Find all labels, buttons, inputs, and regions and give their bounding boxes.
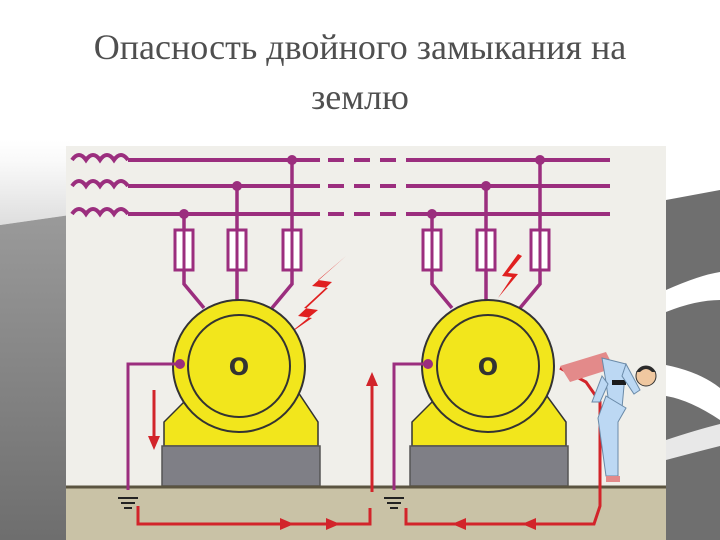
left-electric-machine: O — [161, 299, 321, 487]
diagram-background — [66, 146, 666, 540]
junction-dots-machine — [175, 359, 433, 369]
fault-current-path — [136, 366, 602, 526]
transformer-coils — [70, 153, 130, 218]
right-electric-machine: O — [409, 299, 569, 487]
left-grounding-conductor — [126, 362, 180, 490]
slide-title: Опасность двойного замыкания на землю — [40, 22, 680, 122]
right-foundation — [409, 445, 569, 487]
right-machine-feeders — [430, 160, 542, 310]
junction-dots-right — [427, 155, 545, 219]
left-decor-panel — [0, 140, 70, 540]
fault-lightning-right — [498, 254, 522, 298]
ground-strip — [66, 486, 666, 540]
right-grounding-conductor — [392, 362, 428, 490]
person-touching-machine-figure — [560, 352, 657, 482]
current-arrowheads — [148, 372, 536, 530]
slide-title-line-2: землю — [311, 77, 409, 117]
right-machine-label: O — [478, 353, 498, 381]
fault-lightning-left — [286, 256, 346, 336]
left-machine-label: O — [229, 353, 249, 381]
slide-title-line-1: Опасность двойного замыкания на — [93, 27, 627, 67]
junction-dots-left — [179, 155, 297, 219]
left-foundation — [161, 445, 321, 487]
left-machine-feeders — [182, 160, 294, 310]
double-ground-fault-diagram: O O — [66, 146, 666, 540]
left-fuses — [173, 228, 303, 272]
ground-electrode-symbols — [118, 497, 404, 509]
right-decor-swoosh — [666, 190, 720, 540]
right-fuses — [421, 228, 551, 272]
